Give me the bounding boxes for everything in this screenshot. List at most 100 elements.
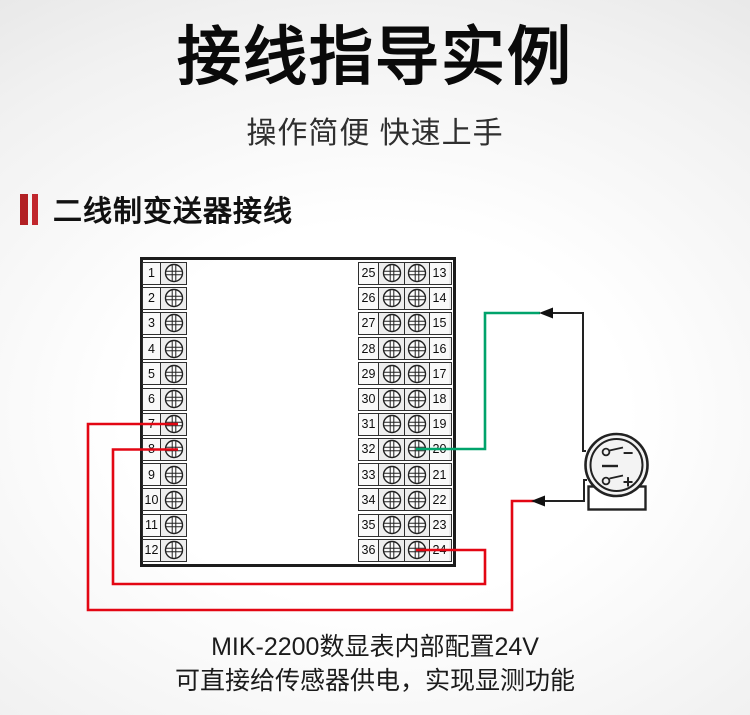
terminal-row-6: 6 [142, 387, 187, 411]
terminal-number: 10 [143, 489, 161, 511]
screw-terminal-icon [407, 288, 427, 308]
terminal-number: 4 [143, 338, 161, 360]
terminal-number: 13 [429, 262, 449, 284]
terminal-row-32-20: 32 20 [358, 437, 452, 461]
terminal-row-25-13: 25 13 [358, 261, 452, 285]
terminal-row-4: 4 [142, 337, 187, 361]
terminal-number: 18 [429, 388, 449, 410]
section-header: 二线制变送器接线 [20, 188, 293, 230]
terminal-number: 3 [143, 312, 161, 334]
screw-terminal-icon [164, 263, 183, 283]
terminal-row-9: 9 [142, 463, 187, 487]
screw-terminal-icon [164, 364, 183, 383]
terminal-number: 7 [143, 413, 161, 435]
screw-terminal-icon [164, 515, 183, 535]
terminal-number: 26 [359, 287, 379, 309]
sensor-outer-circle [584, 432, 649, 498]
screw-terminal-icon [407, 364, 427, 383]
screw-terminal-icon [164, 414, 183, 434]
terminal-number: 29 [359, 363, 379, 385]
screw-terminal-icon [382, 414, 401, 434]
red-accent-bar-icon [20, 193, 28, 225]
screw-terminal-icon [382, 490, 401, 509]
transmitter-sensor-symbol: − + [584, 432, 649, 511]
screw-terminal-icon [164, 440, 183, 459]
terminal-row-31-19: 31 19 [358, 412, 452, 436]
terminal-number: 28 [359, 338, 379, 360]
terminal-row-3: 3 [142, 311, 187, 335]
terminal-row-5: 5 [142, 362, 187, 386]
terminal-number: 33 [359, 464, 379, 486]
sensor-plus-label: + [623, 472, 634, 492]
screw-terminal-icon [407, 389, 427, 409]
terminal-number: 35 [359, 514, 379, 536]
red-accent-bar-icon [32, 193, 38, 225]
arrow-left-icon [531, 495, 545, 507]
sensor-minus-terminal [601, 447, 611, 457]
sensor-inner-circle [589, 438, 644, 492]
terminal-number: 27 [359, 312, 379, 334]
terminal-row-8: 8 [142, 437, 187, 461]
terminal-number: 31 [359, 413, 379, 435]
screw-terminal-icon [407, 263, 427, 283]
terminal-number: 12 [143, 539, 161, 561]
screw-terminal-icon [407, 490, 427, 509]
terminal-row-36-24: 36 24 [358, 538, 452, 562]
section-title: 二线制变送器接线 [53, 196, 294, 228]
terminal-number: 6 [143, 388, 161, 410]
screw-terminal-icon [382, 389, 401, 409]
arrow-left-icon [539, 307, 553, 319]
terminal-number: 2 [143, 287, 161, 309]
screw-terminal-icon [164, 314, 183, 333]
screw-terminal-icon [382, 465, 401, 484]
screw-terminal-icon [407, 540, 427, 560]
sensor-base [587, 485, 647, 511]
screw-terminal-icon [407, 465, 427, 484]
screw-terminal-icon [382, 440, 401, 459]
terminal-number: 14 [429, 287, 449, 309]
screw-terminal-icon [382, 339, 401, 358]
terminal-number: 21 [429, 464, 449, 486]
terminal-row-2: 2 [142, 286, 187, 310]
screw-terminal-icon [164, 465, 183, 484]
terminal-row-1: 1 [142, 261, 187, 285]
terminal-number: 36 [359, 539, 379, 561]
sensor-minus-label: − [623, 443, 634, 463]
terminal-number: 20 [429, 438, 449, 460]
terminal-row-33-21: 33 21 [358, 463, 452, 487]
screw-terminal-icon [164, 540, 183, 560]
terminal-number: 25 [359, 262, 379, 284]
terminal-number: 19 [429, 413, 449, 435]
screw-terminal-icon [382, 314, 401, 333]
terminal-row-12: 12 [142, 538, 187, 562]
screw-terminal-icon [164, 389, 183, 409]
caption: MIK-2200数显表内部配置24V 可直接给传感器供电，实现显测功能 [0, 630, 750, 698]
page-title: 接线指导实例 [177, 21, 573, 93]
screw-terminal-icon [164, 339, 183, 358]
screw-terminal-icon [164, 490, 183, 509]
terminal-row-11: 11 [142, 513, 187, 537]
terminal-row-27-15: 27 15 [358, 311, 452, 335]
screw-terminal-icon [407, 314, 427, 333]
terminal-number: 9 [143, 464, 161, 486]
screw-terminal-icon [407, 339, 427, 358]
screw-terminal-icon [407, 515, 427, 535]
caption-line2: 可直接给传感器供电，实现显测功能 [174, 667, 575, 695]
caption-line1: MIK-2200数显表内部配置24V [211, 633, 539, 661]
terminal-number: 15 [429, 312, 449, 334]
terminal-row-10: 10 [142, 488, 187, 512]
screw-terminal-icon [382, 288, 401, 308]
terminal-number: 17 [429, 363, 449, 385]
terminal-row-26-14: 26 14 [358, 286, 452, 310]
terminal-number: 24 [429, 539, 449, 561]
terminal-number: 32 [359, 438, 379, 460]
screw-terminal-icon [382, 515, 401, 535]
terminal-row-30-18: 30 18 [358, 387, 452, 411]
terminal-number: 30 [359, 388, 379, 410]
screw-terminal-icon [407, 414, 427, 434]
screw-terminal-icon [164, 288, 183, 308]
